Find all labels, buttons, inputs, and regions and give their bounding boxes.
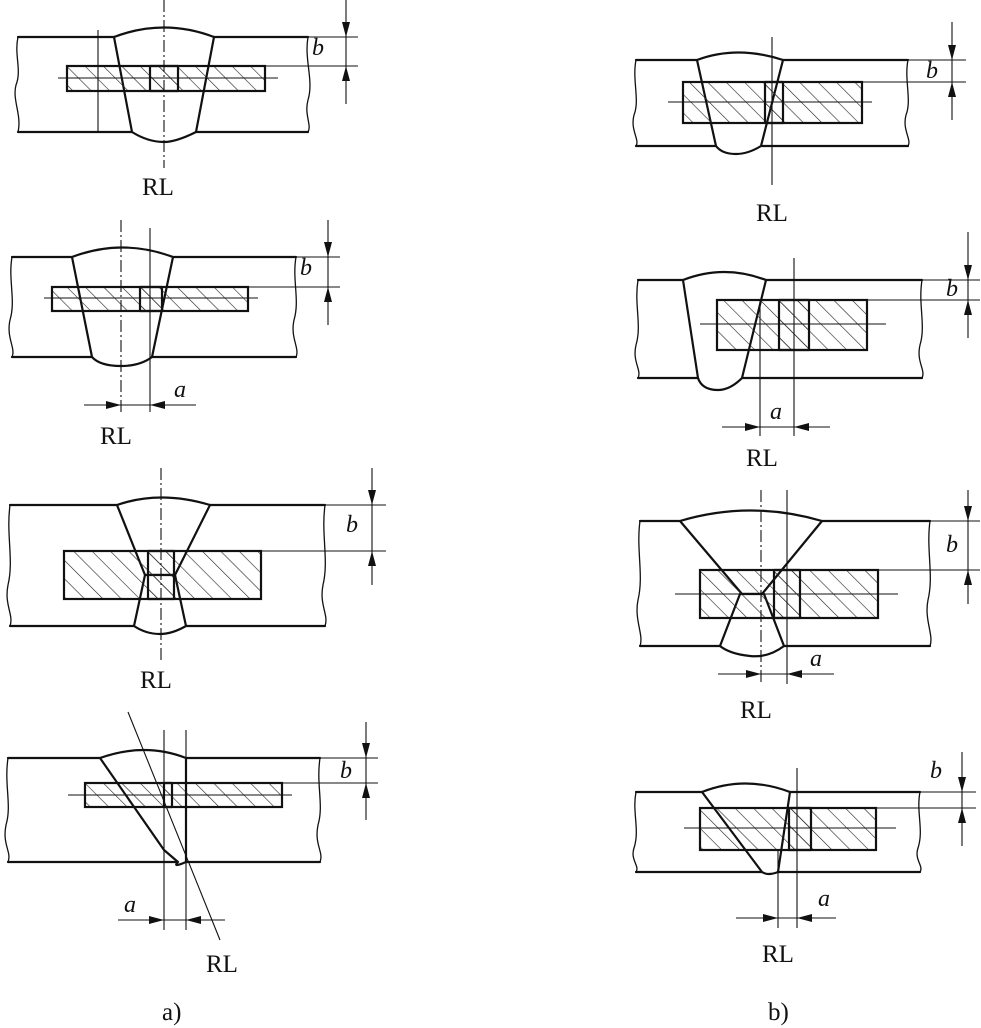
offset-arrow-right [794, 423, 809, 431]
plate-break-left [14, 36, 20, 133]
plate-break-left [632, 59, 638, 147]
offset-label-a: a [770, 399, 782, 425]
offset-arrow-left [149, 916, 164, 924]
plate-break-right [918, 279, 924, 379]
plate-break-right [306, 36, 311, 133]
offset-label-a: a [818, 886, 830, 912]
dimension-arrow-bottom [964, 300, 972, 315]
dimension-arrow-bottom [368, 551, 376, 566]
dimension-label-b: b [312, 35, 324, 61]
offset-label-a: a [174, 377, 186, 403]
rl-label: RL [740, 697, 772, 724]
focus-cell [138, 285, 164, 313]
offset-arrow-left [746, 670, 761, 678]
focus-cell [787, 806, 813, 852]
dimension-arrow-bottom [324, 287, 332, 302]
group-label-a: a) [162, 999, 181, 1026]
dimension-label-b: b [340, 758, 352, 784]
group-label-b: b) [768, 999, 789, 1026]
dimension-label-b: b [300, 255, 312, 281]
panel-a1: b RL [14, 0, 358, 201]
rl-label: RL [746, 445, 778, 472]
dimension-label-b: b [930, 758, 942, 784]
plate-break-left [6, 504, 12, 627]
rl-label: RL [762, 941, 794, 968]
plate-break-left [636, 520, 642, 647]
panel-a2: a b RL [8, 220, 340, 450]
rl-label: RL [142, 174, 174, 201]
dimension-label-b: b [346, 512, 358, 538]
rl-label: RL [140, 667, 172, 694]
dimension-arrow-top [362, 743, 370, 758]
panel-b1: b RL [632, 22, 966, 227]
offset-arrow-left [763, 914, 778, 922]
dimension-arrow-top [964, 506, 972, 521]
rl-label: RL [100, 423, 132, 450]
dimension-arrow-bottom [342, 66, 350, 81]
rl-label: RL [206, 951, 238, 978]
plate-break-right [321, 504, 327, 627]
dimension-arrow-bottom [362, 783, 370, 798]
dimension-arrow-bottom [958, 808, 966, 823]
dimension-label-b: b [946, 532, 958, 558]
plate-break-left [4, 757, 10, 863]
dimension-arrow-top [324, 242, 332, 257]
plate-break-left [634, 279, 640, 379]
panel-a4: a b RL [4, 711, 378, 978]
plate-break-right [904, 59, 910, 147]
dimension-arrow-bottom [948, 82, 956, 97]
rl-slant-line [127, 711, 221, 941]
panel-a3: b RL [6, 468, 386, 694]
plate-break-left [632, 791, 638, 873]
dimension-arrow-top [342, 22, 350, 37]
dimension-label-b: b [926, 58, 938, 84]
panel-b3: a b RL [636, 490, 980, 724]
plate-break-right [316, 757, 322, 863]
panel-b2: a b RL [634, 232, 980, 472]
offset-arrow-right [787, 670, 802, 678]
offset-arrow-right [150, 401, 165, 409]
panel-b4: a b RL [632, 752, 976, 968]
rl-label: RL [756, 200, 788, 227]
offset-arrow-right [797, 914, 812, 922]
offset-label-a: a [810, 646, 822, 672]
dimension-arrow-top [958, 777, 966, 792]
plate-break-left [8, 256, 14, 358]
plate-break-right [292, 256, 298, 358]
dimension-arrow-top [948, 45, 956, 60]
dimension-label-b: b [946, 276, 958, 302]
dimension-arrow-top [964, 265, 972, 280]
offset-label-a: a [124, 892, 136, 918]
offset-arrow-right [186, 916, 201, 924]
dimension-arrow-top [368, 490, 376, 505]
plate-break-right [916, 791, 922, 873]
offset-arrow-left [745, 423, 760, 431]
dimension-arrow-bottom [964, 570, 972, 585]
offset-arrow-left [106, 401, 121, 409]
plate-break-right [926, 520, 932, 647]
